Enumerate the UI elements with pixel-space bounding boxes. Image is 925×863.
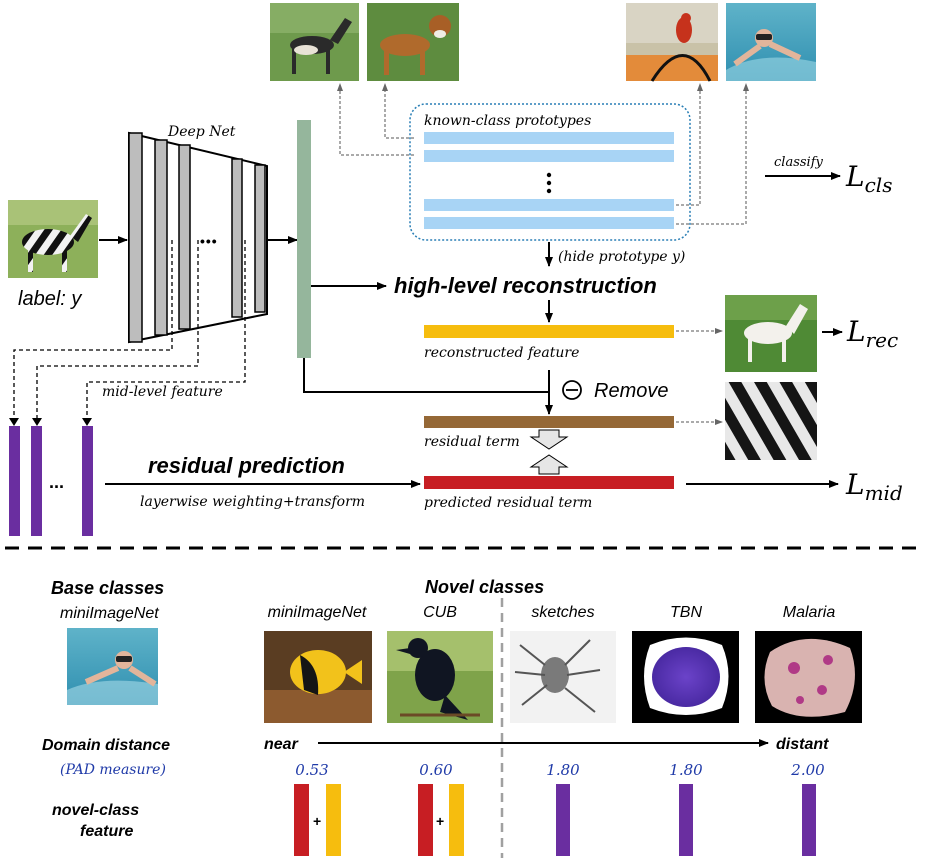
- prototype-bar: [424, 132, 674, 144]
- distant-label: distant: [776, 736, 829, 753]
- dataset-name: Malaria: [783, 604, 836, 621]
- plus-sign: +: [436, 813, 444, 829]
- prototypes-vertical-dots: [546, 172, 552, 194]
- yellow-fish-photo-icon: [264, 631, 372, 723]
- dataset-name: sketches: [531, 604, 594, 621]
- mid-level-feature-bar: [556, 784, 570, 856]
- novel-classes-title: Novel classes: [425, 577, 544, 597]
- dataset-name: miniImageNet: [268, 604, 367, 621]
- high-level-feature: [297, 120, 311, 358]
- bars-ellipsis: ...: [49, 472, 64, 492]
- mid-level-feature-bar: [802, 784, 816, 856]
- residual-feature-bar: [294, 784, 309, 856]
- prototype-bar: [424, 217, 674, 229]
- prototype-link: [382, 83, 414, 139]
- near-label: near: [264, 736, 299, 753]
- prototype-bar: [424, 150, 674, 162]
- snorkeler-photo-icon: [726, 3, 816, 81]
- net-ellipsis: •••: [200, 233, 218, 249]
- feature-to-remove-path: [303, 358, 548, 393]
- novel-feature-label-line2: feature: [80, 823, 133, 840]
- white-horse-photo-icon: [725, 295, 817, 372]
- mid-level-feature-bar: [679, 784, 693, 856]
- residual-prediction-label: residual prediction: [148, 453, 345, 478]
- boxer-dog-photo-icon: [367, 3, 459, 81]
- mid-level-feature-bar: [82, 426, 93, 536]
- spider-sketch-icon: [510, 631, 616, 723]
- domain-distance-label: Domain distance: [42, 737, 170, 754]
- pad-value: 1.80: [669, 761, 703, 779]
- plus-sign: +: [313, 813, 321, 829]
- match-arrows-icon: [529, 429, 569, 475]
- reconstructed-feature-label: reconstructed feature: [424, 345, 579, 361]
- prototype-link: [337, 83, 414, 156]
- mid-level-connections: [13, 240, 246, 420]
- remove-label: Remove: [594, 380, 668, 402]
- perched-bird-photo-icon: [626, 3, 718, 82]
- pad-value: 0.53: [295, 761, 328, 779]
- pad-value: 0.60: [419, 761, 453, 779]
- input-label: label: y: [18, 288, 82, 310]
- reconstructed-feature-bar: [424, 325, 674, 338]
- novel-feature-label-line1: novel-class: [52, 802, 139, 819]
- dataset-name: TBN: [670, 604, 702, 621]
- base-classes-title: Base classes: [51, 578, 164, 598]
- purple-cell-icon: [632, 631, 739, 723]
- snorkeler-photo-icon: [67, 628, 158, 705]
- pad-measure-label: (PAD measure): [60, 762, 166, 778]
- predicted-residual-label: predicted residual term: [424, 495, 592, 511]
- loss-rec: Lrec: [846, 315, 898, 352]
- pad-value: 2.00: [790, 761, 825, 779]
- base-dataset-label: miniImageNet: [60, 605, 159, 622]
- hide-label: (hide prototype y): [558, 249, 685, 265]
- predicted-residual-bar: [424, 476, 674, 489]
- mid-level-feature-bar: [9, 426, 20, 536]
- classify-label: classify: [774, 155, 824, 170]
- deep-net: •••: [128, 131, 268, 344]
- zebra-photo-icon: [8, 200, 98, 278]
- deep-net-label: Deep Net: [167, 124, 236, 140]
- reconstructed-feature-bar: [449, 784, 464, 856]
- dataset-name: CUB: [423, 604, 457, 621]
- residual-feature-bar: [418, 784, 433, 856]
- mid-level-feature-label: mid-level feature: [102, 384, 223, 400]
- malaria-cell-icon: [755, 631, 862, 723]
- prototype-bar: [424, 199, 674, 211]
- loss-cls: Lcls: [845, 160, 892, 197]
- prototypes-label: known-class prototypes: [424, 113, 591, 129]
- pad-value: 1.80: [546, 761, 580, 779]
- black-bird-photo-icon: [387, 631, 493, 723]
- mid-level-feature-bar: [31, 426, 42, 536]
- prototypes-box: [409, 103, 691, 241]
- loss-mid: Lmid: [845, 468, 903, 505]
- residual-term-label: residual term: [424, 434, 520, 450]
- high-level-reconstruction-label: high-level reconstruction: [394, 273, 657, 298]
- greyhound-dog-photo-icon: [270, 3, 359, 81]
- weighting-label: layerwise weighting+transform: [140, 494, 365, 510]
- reconstructed-feature-bar: [326, 784, 341, 856]
- prototype-link: [676, 83, 703, 206]
- zebra-stripes-photo-icon: [725, 382, 817, 460]
- prototype-link: [676, 83, 749, 225]
- residual-term-bar: [424, 416, 674, 428]
